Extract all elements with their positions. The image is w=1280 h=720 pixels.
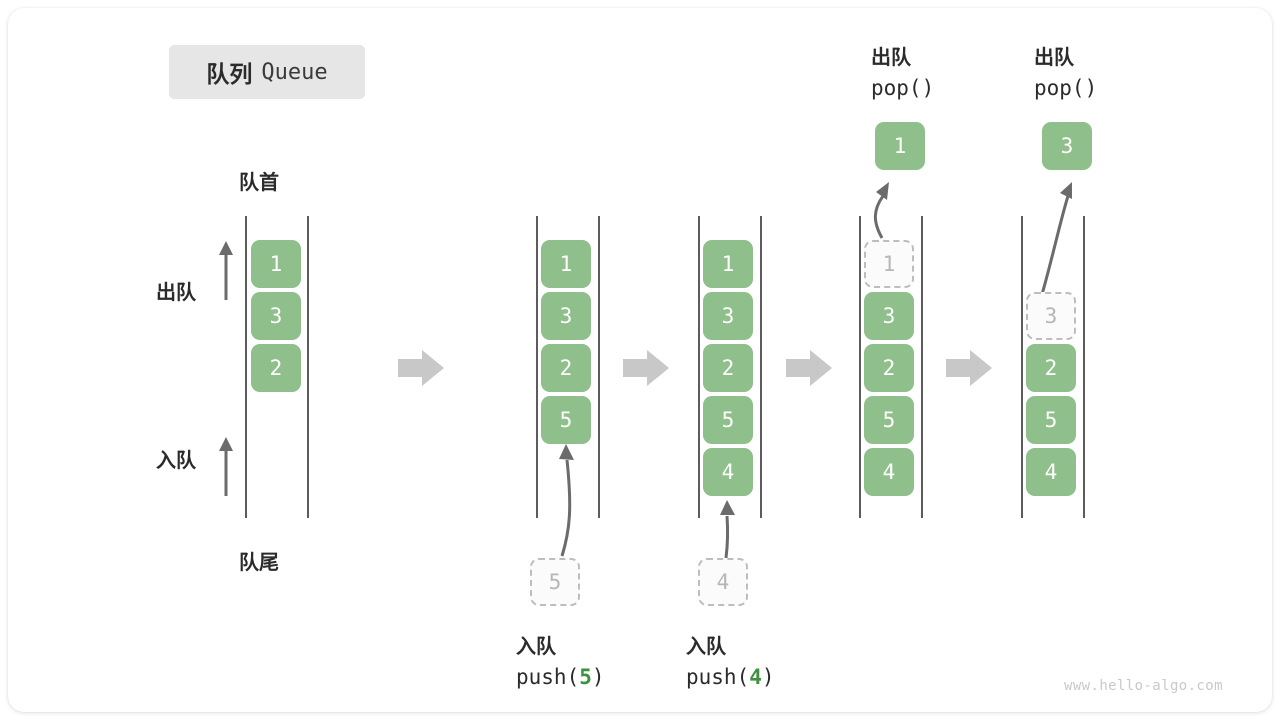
rear-label: 队尾 xyxy=(239,550,279,574)
dequeue-label: 出队 xyxy=(156,280,196,304)
push-arrow-icon xyxy=(720,500,735,559)
push-caption-value: 4 xyxy=(749,665,762,689)
queue-cell: 2 xyxy=(703,344,753,392)
queue-cell: 3 xyxy=(541,292,591,340)
queue-cell: 1 xyxy=(703,240,753,288)
push-caption-cn: 入队 xyxy=(686,634,726,658)
queue-cell: 2 xyxy=(1026,344,1076,392)
diagram-canvas: 队列 Queue 队首 1 3 2 出队 入队 队尾 1 3 2 5 5 入队 … xyxy=(8,8,1272,712)
push-caption-suffix: ) xyxy=(761,665,775,689)
queue-rail-right-3 xyxy=(760,216,762,518)
queue-cell: 3 xyxy=(251,292,301,340)
pop-header-code: pop() xyxy=(871,76,935,100)
enqueue-label: 入队 xyxy=(156,448,196,472)
pop-arrow-icon xyxy=(873,182,889,239)
push-caption-code: push(5) xyxy=(516,665,605,689)
queue-rail-left-5 xyxy=(1021,216,1023,518)
queue-cell: 5 xyxy=(541,396,591,444)
queue-rail-right-4 xyxy=(921,216,923,518)
queue-cell: 5 xyxy=(1026,396,1076,444)
enqueue-arrow-icon xyxy=(219,437,233,496)
step-arrow-icon xyxy=(623,350,669,386)
step-arrow-icon xyxy=(786,350,832,386)
push-caption-suffix: ) xyxy=(591,665,605,689)
incoming-cell: 4 xyxy=(698,558,748,606)
dequeue-arrow-icon xyxy=(219,241,233,300)
front-label: 队首 xyxy=(239,170,279,194)
push-caption-prefix: push( xyxy=(686,665,750,689)
popped-cell: 3 xyxy=(1042,122,1092,170)
queue-cell: 1 xyxy=(251,240,301,288)
watermark: www.hello-algo.com xyxy=(1064,678,1223,694)
push-caption-cn: 入队 xyxy=(516,634,556,658)
queue-rail-left-2 xyxy=(536,216,538,518)
queue-cell: 2 xyxy=(864,344,914,392)
queue-cell: 1 xyxy=(864,240,914,288)
queue-rail-left-4 xyxy=(859,216,861,518)
queue-cell: 3 xyxy=(1026,292,1076,340)
queue-cell: 2 xyxy=(251,344,301,392)
queue-cell: 3 xyxy=(864,292,914,340)
title-cn: 队列 xyxy=(206,62,253,88)
queue-rail-left-3 xyxy=(698,216,700,518)
pop-arrow-icon xyxy=(1039,182,1072,299)
push-caption-value: 5 xyxy=(579,665,592,689)
queue-cell: 4 xyxy=(864,448,914,496)
step-arrow-icon xyxy=(398,350,444,386)
pop-header-cn: 出队 xyxy=(871,45,911,69)
queue-rail-right-2 xyxy=(598,216,600,518)
queue-cell: 2 xyxy=(541,344,591,392)
pop-header-code: pop() xyxy=(1034,76,1098,100)
title-en: Queue xyxy=(261,59,328,85)
popped-cell: 1 xyxy=(875,122,925,170)
title-badge: 队列 Queue xyxy=(169,45,365,99)
push-caption-code: push(4) xyxy=(686,665,775,689)
queue-cell: 1 xyxy=(541,240,591,288)
queue-cell: 5 xyxy=(864,396,914,444)
pop-header-cn: 出队 xyxy=(1034,45,1074,69)
queue-rail-left-1 xyxy=(245,216,247,518)
queue-cell: 4 xyxy=(1026,448,1076,496)
queue-cell: 4 xyxy=(703,448,753,496)
queue-rail-right-5 xyxy=(1083,216,1085,518)
queue-cell: 3 xyxy=(703,292,753,340)
push-arrow-icon xyxy=(559,444,574,557)
incoming-cell: 5 xyxy=(530,558,580,606)
queue-cell: 5 xyxy=(703,396,753,444)
step-arrow-icon xyxy=(946,350,992,386)
queue-rail-right-1 xyxy=(307,216,309,518)
push-caption-prefix: push( xyxy=(516,665,580,689)
